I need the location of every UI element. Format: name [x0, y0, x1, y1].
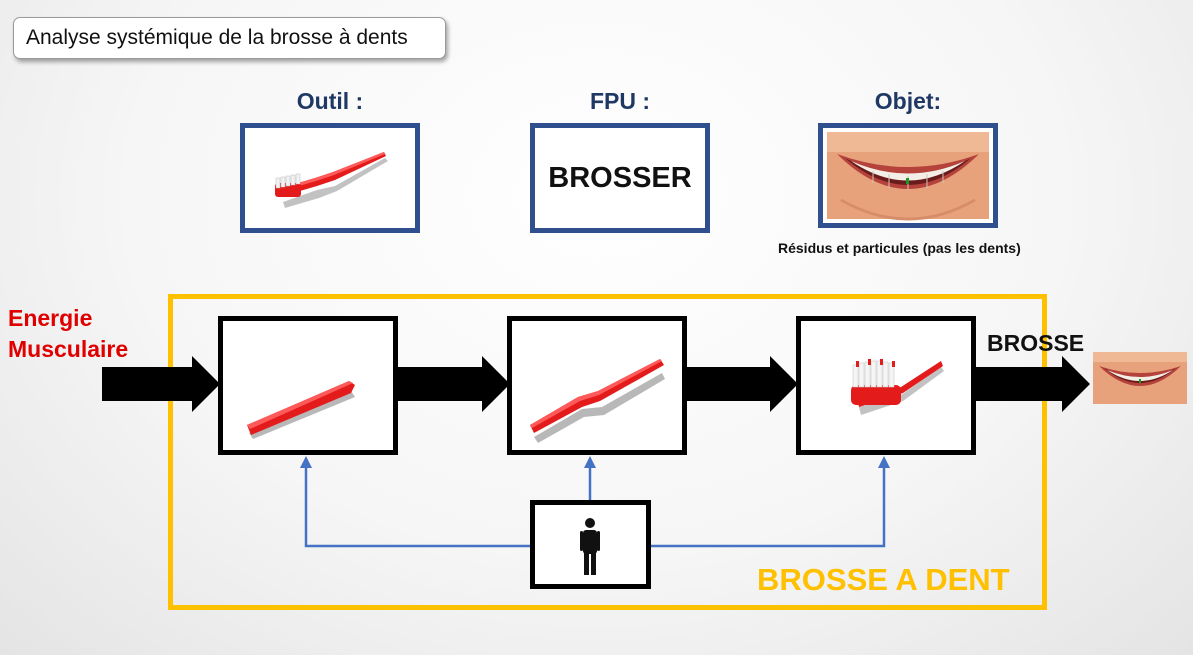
input-arrow: [102, 356, 220, 412]
outil-box: [240, 123, 420, 233]
system-frame: [168, 294, 1047, 610]
fpu-box: BROSSER: [530, 123, 710, 233]
objet-box: [818, 123, 998, 228]
output-smile-image: [1093, 352, 1187, 404]
stage-3-box: [796, 316, 976, 455]
outil-label: Outil :: [296, 88, 364, 114]
system-label: BROSSE A DENT: [757, 562, 1010, 597]
fpu-label: FPU :: [589, 88, 651, 114]
control-line-left: [304, 466, 530, 548]
energy-input-label: Energie Musculaire: [8, 303, 128, 365]
output-label: BROSSE: [987, 330, 1085, 356]
objet-label: Objet:: [874, 88, 942, 114]
output-arrow: [973, 356, 1090, 412]
objet-caption: Résidus et particules (pas les dents): [778, 240, 1021, 256]
control-line-right: [651, 466, 886, 548]
stage-2-box: [507, 316, 687, 455]
toothbrush-head-image: [851, 359, 944, 415]
energy-line-2: Musculaire: [8, 336, 129, 362]
diagram-title: Analyse systémique de la brosse à dents: [13, 17, 446, 59]
person-icon: [580, 518, 600, 575]
toothbrush-handle-image: [247, 381, 355, 439]
smile-teeth-image: [827, 132, 989, 221]
operator-box: [530, 500, 651, 589]
arrow-stage2-to-stage3: [683, 356, 798, 412]
stage-1-box: [218, 316, 398, 455]
toothbrush-neck-image: [530, 359, 665, 443]
arrow-stage1-to-stage2: [395, 356, 510, 412]
fpu-value: BROSSER: [548, 162, 692, 194]
toothbrush-icon: [275, 152, 388, 208]
energy-line-1: Energie: [8, 305, 93, 331]
